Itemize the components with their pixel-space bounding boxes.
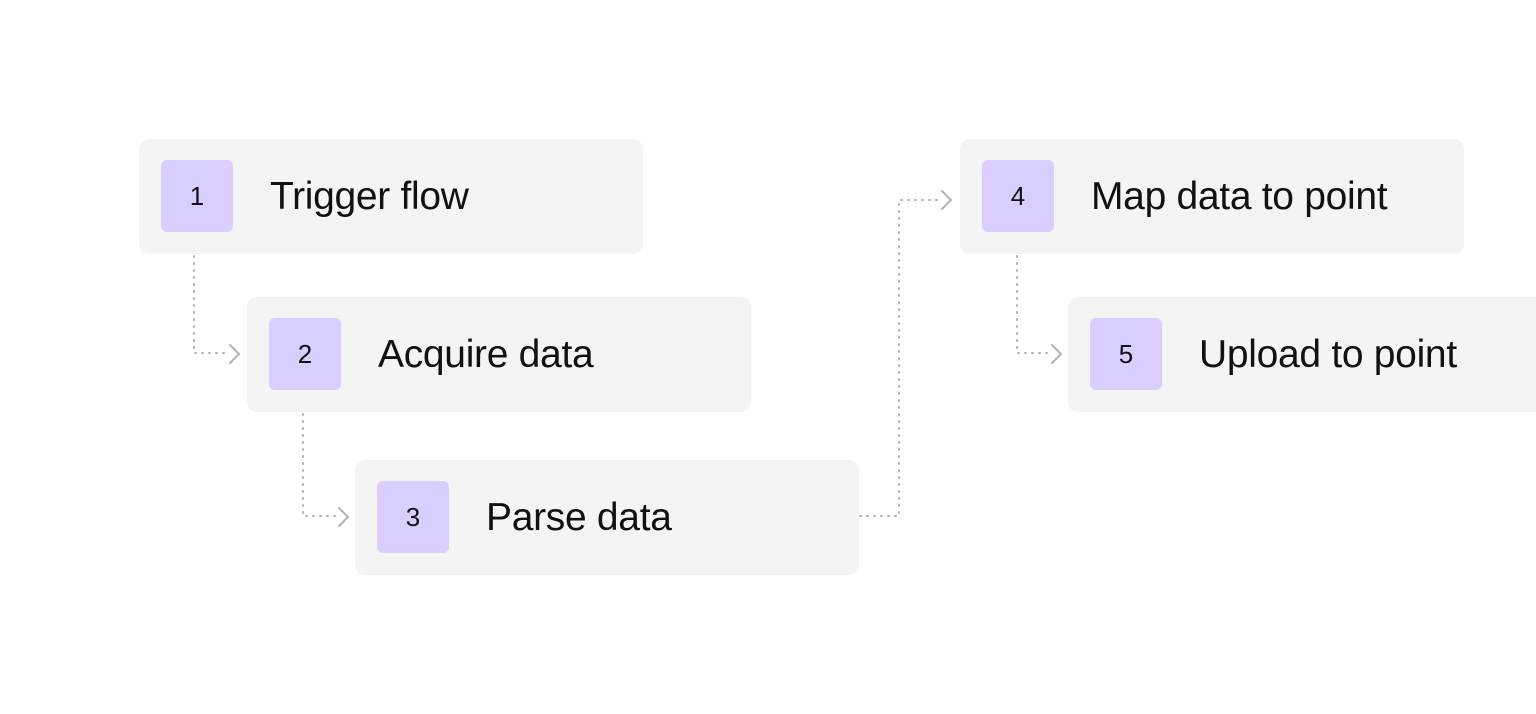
step-number-badge: 3 (377, 481, 449, 553)
connector-4-to-5 (1016, 255, 1051, 354)
step-number-badge: 2 (269, 318, 341, 390)
step-number-badge: 1 (161, 160, 233, 232)
step-label: Map data to point (1091, 174, 1388, 218)
connector-3-to-4 (859, 199, 941, 517)
connector-2-to-3 (302, 413, 338, 517)
step-card-3: 3 Parse data (355, 460, 859, 575)
step-label: Trigger flow (270, 174, 469, 218)
step-number-badge: 4 (982, 160, 1054, 232)
connector-1-to-2 (193, 255, 229, 354)
step-card-1: 1 Trigger flow (139, 139, 643, 254)
connector-2-to-3-arrowhead (338, 507, 349, 527)
connector-4-to-5-arrowhead (1051, 344, 1062, 364)
step-card-4: 4 Map data to point (960, 139, 1464, 254)
step-card-2: 2 Acquire data (247, 297, 751, 412)
step-label: Acquire data (378, 332, 594, 376)
connector-1-to-2-arrowhead (229, 344, 240, 364)
step-label: Parse data (486, 495, 672, 539)
step-label: Upload to point (1199, 332, 1457, 376)
step-number-badge: 5 (1090, 318, 1162, 390)
step-card-5: 5 Upload to point (1068, 297, 1536, 412)
connector-3-to-4-arrowhead (941, 190, 952, 210)
